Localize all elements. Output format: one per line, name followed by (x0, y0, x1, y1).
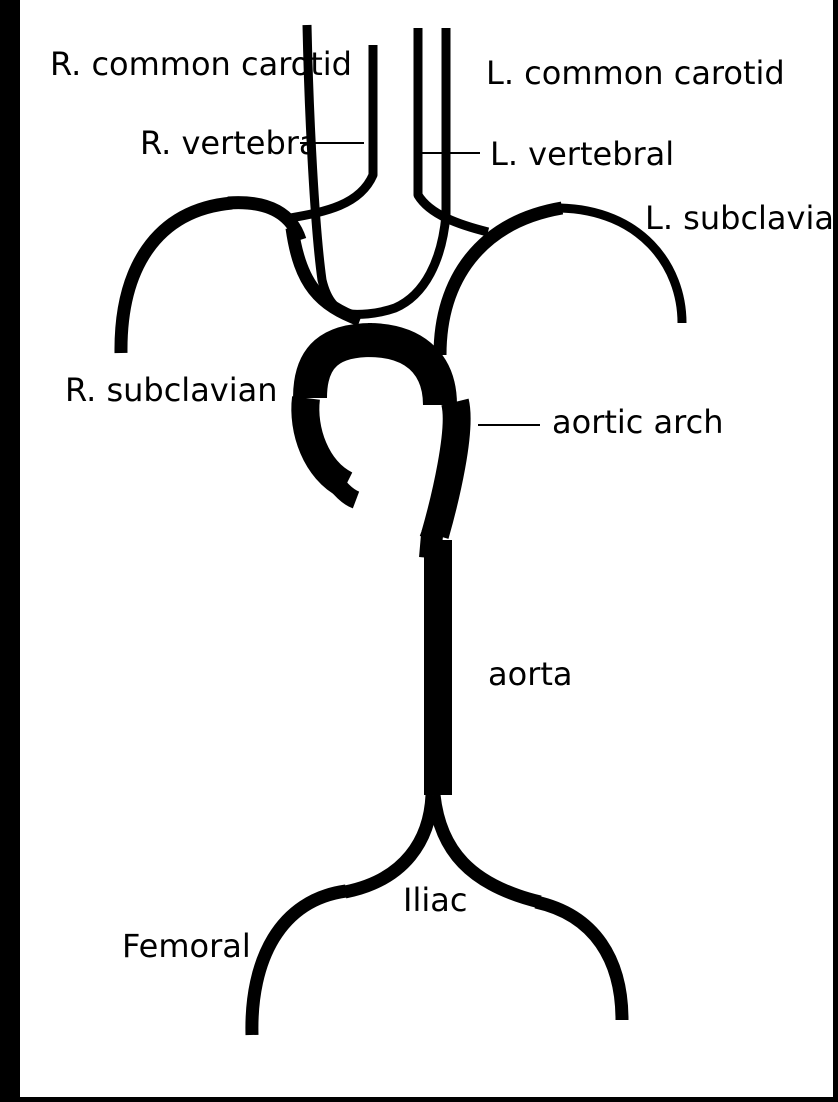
label-iliac: Iliac (403, 882, 467, 918)
label-aorta: aorta (488, 656, 573, 692)
label-l-subclavian: L. subclavia (645, 200, 834, 236)
aortic-arch-vessel (305, 340, 456, 558)
label-femoral: Femoral (122, 928, 251, 964)
label-r-vertebral: R. vertebra (140, 125, 319, 161)
label-aortic-arch: aortic arch (552, 404, 723, 440)
label-r-common-carotid: R. common carotid (50, 46, 352, 82)
label-l-vertebral: L. vertebral (490, 136, 674, 172)
label-r-subclavian: R. subclavian (65, 372, 278, 408)
label-l-common-carotid: L. common carotid (486, 55, 785, 91)
